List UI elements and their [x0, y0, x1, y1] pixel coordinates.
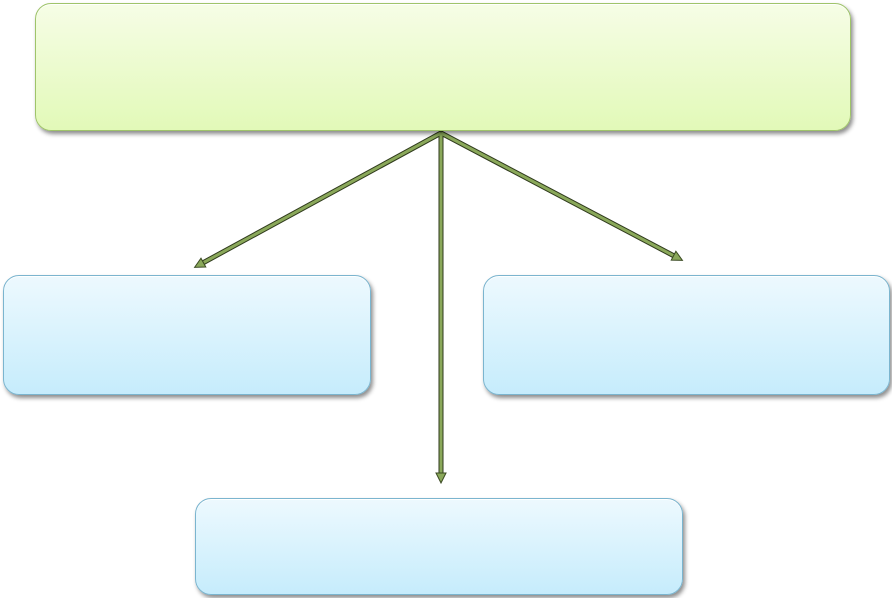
- connector-to-left: [199, 131, 442, 265]
- left-child-node: [3, 275, 371, 395]
- connector-to-right: [440, 131, 678, 258]
- right-child-node: [483, 275, 890, 395]
- top-node: [35, 3, 851, 131]
- bottom-child-node: [195, 498, 683, 595]
